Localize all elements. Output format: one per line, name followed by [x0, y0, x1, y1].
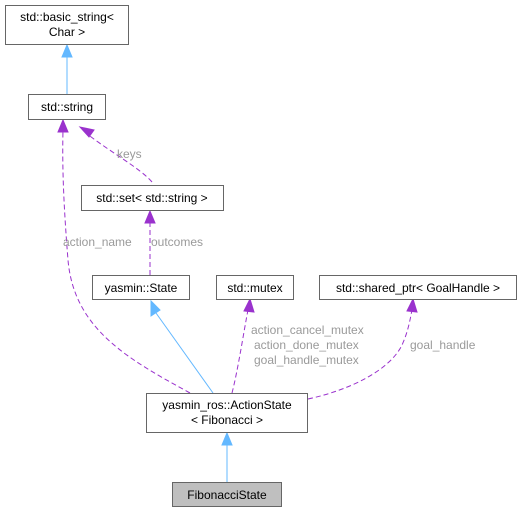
edge-label-action-name: action_name — [63, 235, 132, 249]
node-fibonacci-state-label: FibonacciState — [187, 488, 267, 502]
node-fibonacci-state[interactable]: FibonacciState — [172, 482, 282, 507]
edge-state-to-set: outcomes — [144, 209, 203, 275]
node-std-set[interactable]: std::set< std::string > — [81, 185, 224, 211]
edge-action-state-to-state — [150, 299, 214, 394]
edge-label-keys: keys — [117, 147, 142, 161]
node-action-state[interactable]: yasmin_ros::ActionState < Fibonacci > — [146, 393, 308, 433]
node-shared-ptr[interactable]: std::shared_ptr< GoalHandle > — [319, 275, 517, 300]
node-std-string[interactable]: std::string — [28, 94, 106, 120]
node-std-string-label: std::string — [41, 100, 93, 114]
edge-label-goal-handle-mutex: goal_handle_mutex — [254, 353, 359, 367]
node-basic-string-line1: std::basic_string< — [20, 10, 114, 24]
edge-string-to-basic-string — [61, 43, 73, 94]
edge-set-to-string: keys — [78, 126, 153, 183]
edge-label-action-done-mutex: action_done_mutex — [254, 338, 359, 352]
node-action-state-line2: < Fibonacci > — [191, 413, 263, 427]
edge-action-state-to-string: action_name — [57, 118, 191, 394]
edge-fibonacci-to-action-state — [221, 431, 233, 482]
edge-label-outcomes: outcomes — [151, 235, 203, 249]
node-basic-string-line2: Char > — [49, 25, 85, 39]
node-yasmin-state-label: yasmin::State — [105, 281, 178, 295]
edge-action-state-to-mutex: action_cancel_mutex action_done_mutex go… — [231, 297, 364, 394]
node-std-mutex-label: std::mutex — [227, 281, 282, 295]
node-action-state-line1: yasmin_ros::ActionState — [162, 398, 292, 412]
node-std-mutex[interactable]: std::mutex — [216, 275, 294, 300]
edge-action-state-to-shared-ptr: goal_handle — [307, 297, 476, 400]
node-shared-ptr-label: std::shared_ptr< GoalHandle > — [336, 281, 500, 295]
edge-label-goal-handle: goal_handle — [410, 338, 476, 352]
node-std-set-label: std::set< std::string > — [96, 191, 207, 205]
edge-label-action-cancel-mutex: action_cancel_mutex — [251, 323, 364, 337]
node-basic-string[interactable]: std::basic_string< Char > — [5, 5, 129, 45]
node-yasmin-state[interactable]: yasmin::State — [92, 275, 190, 300]
